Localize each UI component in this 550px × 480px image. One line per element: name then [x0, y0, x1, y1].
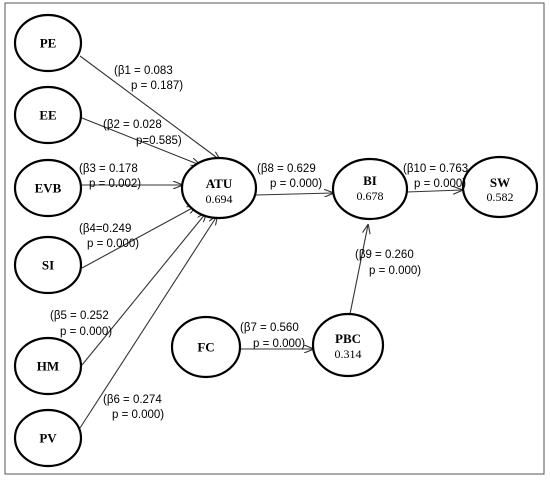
edge-hm-atu-p: p = 0.000)	[60, 326, 112, 338]
edge-ee-atu-p: p=0.585)	[136, 135, 182, 147]
edge-evb-atu-p: p = 0.002)	[89, 178, 141, 190]
node-pv-label: PV	[39, 431, 57, 446]
edge-pbc-bi-beta: (β9 = 0.260	[355, 249, 414, 261]
edge-atu-bi-beta: (β8 = 0.629	[257, 163, 316, 175]
node-evb-label: EVB	[35, 181, 62, 196]
node-sw-r2: 0.582	[487, 190, 514, 204]
edge-pbc-bi	[349, 225, 368, 315]
node-fc-label: FC	[197, 340, 214, 355]
node-bi: BI 0.678	[331, 157, 409, 221]
node-hm: HM	[13, 336, 83, 396]
node-pbc-r2: 0.314	[335, 347, 362, 361]
node-pbc-label: PBC	[335, 331, 361, 346]
node-bi-label: BI	[363, 173, 377, 188]
node-ee-label: EE	[39, 108, 56, 123]
node-pe-label: PE	[40, 36, 57, 51]
node-evb: EVB	[13, 158, 83, 218]
edge-ee-atu-beta: (β2 = 0.028	[103, 119, 162, 131]
edge-fc-pbc-beta: (β7 = 0.560	[240, 322, 299, 334]
node-si-label: SI	[42, 258, 54, 273]
node-pbc: PBC 0.314	[311, 312, 385, 378]
edge-bi-sw	[406, 190, 462, 192]
edge-pe-atu	[79, 55, 220, 160]
edge-pbc-bi-p: p = 0.000)	[369, 265, 421, 277]
node-hm-label: HM	[37, 359, 59, 374]
edge-pv-atu-beta: (β6 = 0.274	[103, 394, 162, 406]
edge-pe-atu-p: p = 0.187)	[131, 80, 183, 92]
node-pe: PE	[13, 13, 83, 73]
node-sw-label: SW	[490, 175, 510, 190]
edge-si-atu-p: p = 0.000)	[87, 238, 139, 250]
edge-evb-atu-beta: (β3 = 0.178	[79, 163, 138, 175]
edge-fc-pbc-p: p = 0.000)	[253, 338, 305, 350]
node-fc: FC	[170, 315, 242, 379]
edge-pe-atu-beta: (β1 = 0.083	[114, 65, 173, 77]
node-pv: PV	[13, 408, 83, 468]
edge-ee-atu	[81, 117, 200, 165]
edge-atu-bi	[255, 193, 333, 195]
node-atu-label: ATU	[206, 176, 233, 191]
node-atu: ATU 0.694	[180, 156, 258, 220]
node-atu-r2: 0.694	[206, 192, 233, 206]
edge-pv-atu	[79, 216, 217, 429]
node-bi-r2: 0.678	[357, 189, 384, 203]
edge-pv-atu-p: p = 0.000)	[112, 409, 164, 421]
node-sw: SW 0.582	[461, 155, 539, 219]
edge-bi-sw-beta: (β10 = 0.763	[403, 163, 468, 175]
edge-hm-atu	[81, 213, 206, 366]
edge-atu-bi-p: p = 0.000)	[270, 178, 322, 190]
edge-hm-atu-beta: (β5 = 0.252	[50, 310, 109, 322]
node-ee: EE	[13, 85, 83, 145]
edge-si-atu-beta: (β4=0.249	[79, 223, 131, 235]
edge-si-atu	[81, 206, 196, 269]
edge-bi-sw-p: p = 0.000)	[414, 178, 466, 190]
diagram-frame	[4, 2, 545, 475]
node-si: SI	[13, 235, 83, 295]
